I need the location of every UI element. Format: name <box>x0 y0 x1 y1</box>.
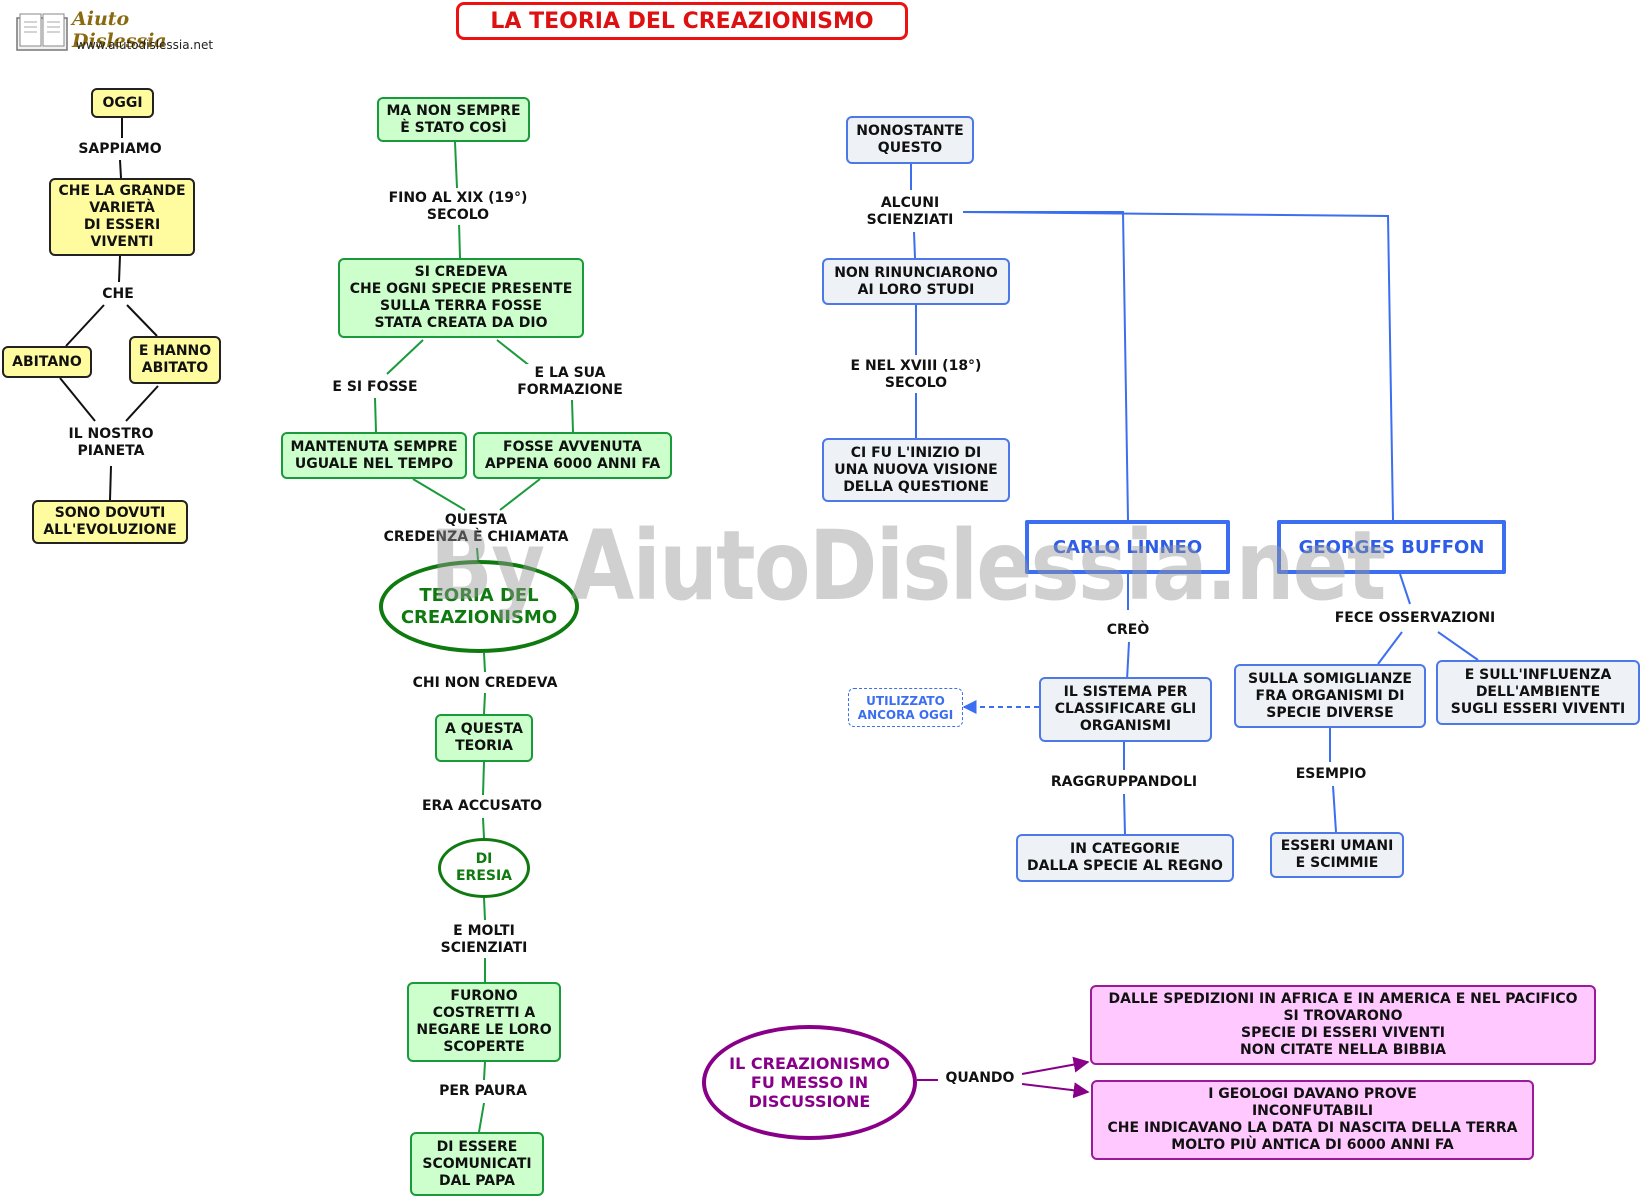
node-somiglianze[interactable]: SULLA SOMIGLIANZE FRA ORGANISMI DI SPECI… <box>1234 664 1426 728</box>
node-teoria-creazionismo[interactable]: TEORIA DEL CREAZIONISMO <box>379 560 579 653</box>
label-raggruppandoli: RAGGRUPPANDOLI <box>1039 771 1209 793</box>
node-non-sempre[interactable]: MA NON SEMPRE È STATO COSÌ <box>377 97 530 142</box>
label-era-accusato: ERA ACCUSATO <box>412 796 552 816</box>
node-in-categorie[interactable]: IN CATEGORIE DALLA SPECIE AL REGNO <box>1016 834 1234 882</box>
node-avvenuta[interactable]: FOSSE AVVENUTA APPENA 6000 ANNI FA <box>473 432 672 479</box>
label-e-nel-xviii: E NEL XVIII (18°) SECOLO <box>840 357 992 393</box>
label-fino-al-xix: FINO AL XIX (19°) SECOLO <box>376 189 540 225</box>
note-utilizzato-ancora-oggi[interactable]: UTILIZZATO ANCORA OGGI <box>848 688 963 727</box>
book-icon <box>16 13 68 51</box>
node-hanno-abitato[interactable]: E HANNO ABITATO <box>129 336 221 384</box>
node-nonostante-questo[interactable]: NONOSTANTE QUESTO <box>846 116 974 164</box>
node-eresia[interactable]: DI ERESIA <box>438 838 530 898</box>
logo-url: www.aiutodislessia.net <box>76 38 214 52</box>
logo-name: Aiuto Dislessia <box>72 8 167 52</box>
node-inizio-nuova-visione[interactable]: CI FU L'INIZIO DI UNA NUOVA VISIONE DELL… <box>822 438 1010 502</box>
label-per-paura: PER PAURA <box>428 1080 538 1102</box>
label-sappiamo: SAPPIAMO <box>70 139 170 159</box>
node-influenza-ambiente[interactable]: E SULL'INFLUENZA DELL'AMBIENTE SUGLI ESS… <box>1436 660 1640 725</box>
label-e-la-sua-formazione: E LA SUA FORMAZIONE <box>508 364 632 400</box>
label-quando: QUANDO <box>938 1067 1022 1089</box>
node-geologi[interactable]: I GEOLOGI DAVANO PROVE INCONFUTABILI CHE… <box>1091 1080 1534 1160</box>
node-georges-buffon[interactable]: GEORGES BUFFON <box>1277 520 1506 574</box>
label-e-si-fosse: E SI FOSSE <box>325 377 425 397</box>
label-alcuni-scienziati: ALCUNI SCIENZIATI <box>857 193 963 231</box>
node-creazionismo-in-discussione[interactable]: IL CREAZIONISMO FU MESSO IN DISCUSSIONE <box>702 1025 917 1140</box>
node-si-credeva[interactable]: SI CREDEVA CHE OGNI SPECIE PRESENTE SULL… <box>338 258 584 338</box>
label-chi-non-credeva: CHI NON CREDEVA <box>402 673 568 693</box>
node-spedizioni[interactable]: DALLE SPEDIZIONI IN AFRICA E IN AMERICA … <box>1090 985 1596 1065</box>
node-sistema-classificare[interactable]: IL SISTEMA PER CLASSIFICARE GLI ORGANISM… <box>1039 677 1212 742</box>
node-non-rinunciarono[interactable]: NON RINUNCIARONO AI LORO STUDI <box>822 258 1010 305</box>
label-fece-osservazioni: FECE OSSERVAZIONI <box>1319 606 1511 630</box>
label-esempio: ESEMPIO <box>1286 763 1376 785</box>
node-scomunicati[interactable]: DI ESSERE SCOMUNICATI DAL PAPA <box>410 1132 544 1196</box>
label-e-molti-scienziati: E MOLTI SCIENZIATI <box>425 922 543 958</box>
node-oggi[interactable]: OGGI <box>91 88 154 118</box>
logo[interactable]: Aiuto Dislessia www.aiutodislessia.net <box>14 8 224 56</box>
page-title: LA TEORIA DEL CREAZIONISMO <box>456 2 908 40</box>
label-che: CHE <box>96 284 140 304</box>
node-grande-varieta[interactable]: CHE LA GRANDE VARIETÀ DI ESSERI VIVENTI <box>49 178 195 256</box>
node-esseri-umani-scimmie[interactable]: ESSERI UMANI E SCIMMIE <box>1270 832 1404 878</box>
node-furono-costretti[interactable]: FURONO COSTRETTI A NEGARE LE LORO SCOPER… <box>407 982 561 1062</box>
node-carlo-linneo[interactable]: CARLO LINNEO <box>1025 520 1230 574</box>
node-abitano[interactable]: ABITANO <box>2 346 92 378</box>
label-creo: CREÒ <box>1100 619 1156 641</box>
label-questa-credenza: QUESTA CREDENZA È CHIAMATA <box>376 511 576 547</box>
node-a-questa-teoria[interactable]: A QUESTA TEORIA <box>435 714 533 762</box>
node-mantenuta[interactable]: MANTENUTA SEMPRE UGUALE NEL TEMPO <box>281 432 467 479</box>
node-evoluzione[interactable]: SONO DOVUTI ALL'EVOLUZIONE <box>32 500 188 544</box>
label-nostro-pianeta: IL NOSTRO PIANETA <box>56 423 166 463</box>
